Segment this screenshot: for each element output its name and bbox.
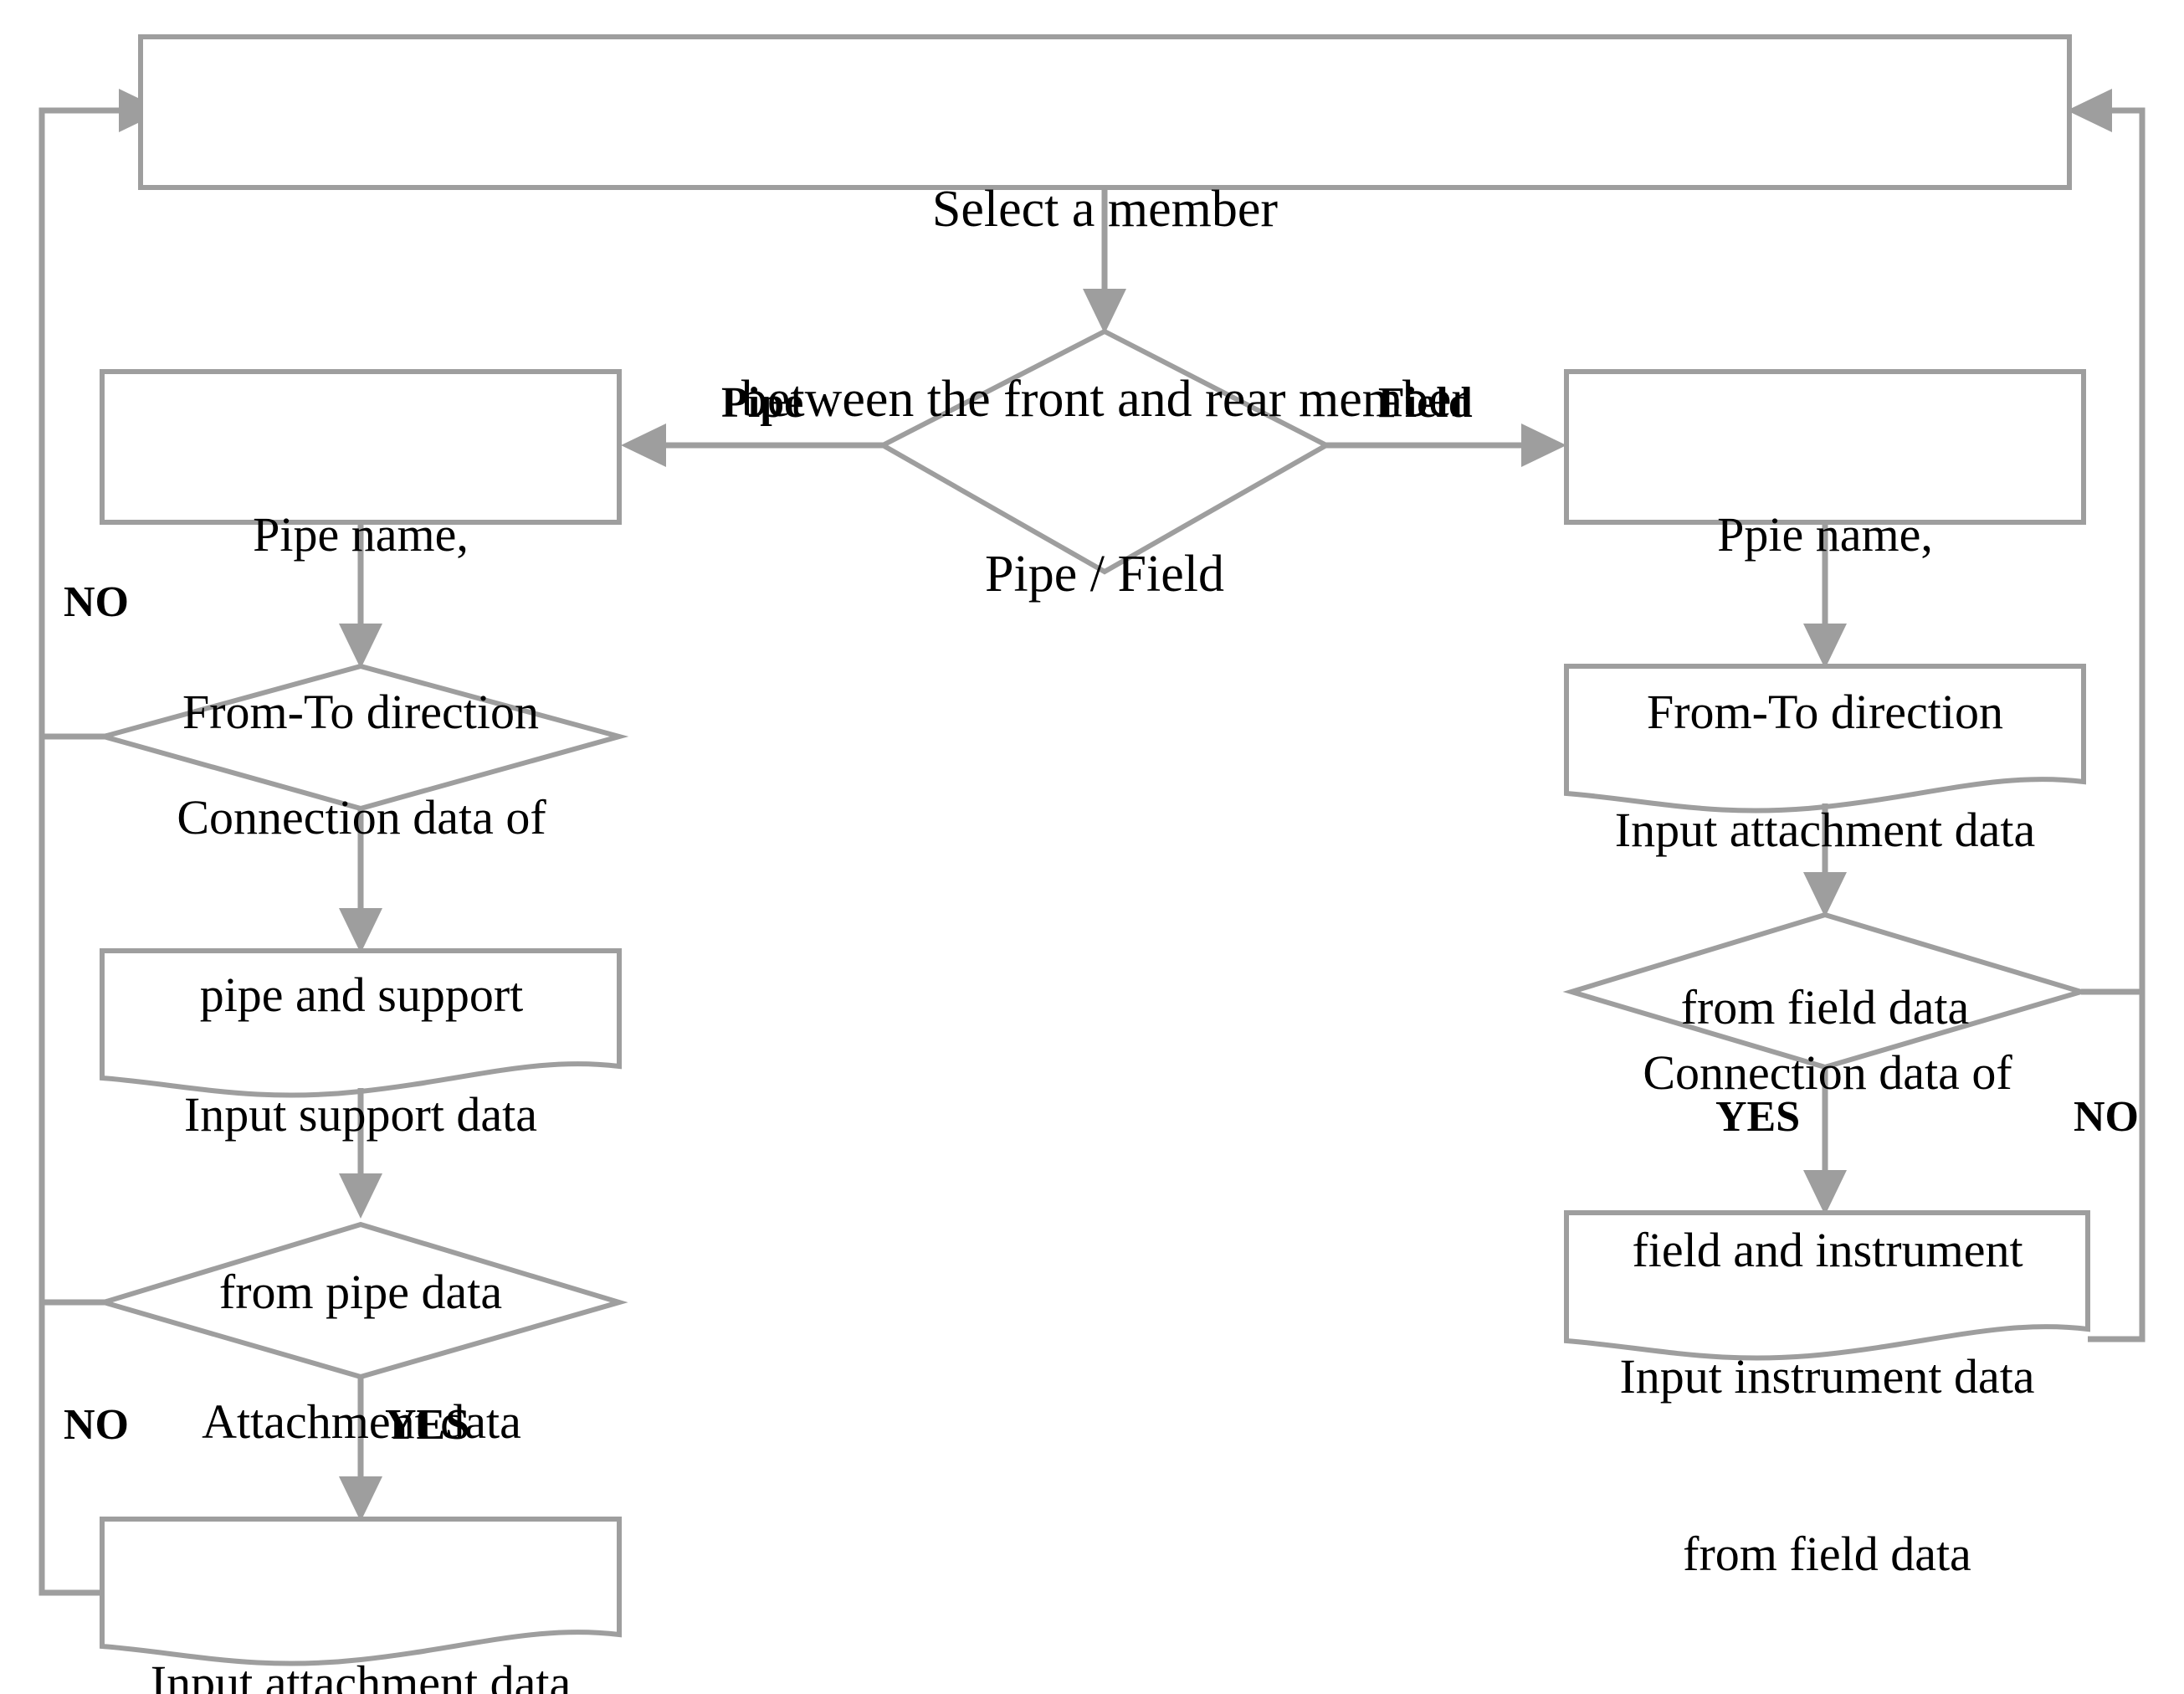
edge-conn-field-instrument-yes xyxy=(1803,1067,1847,1215)
edge-conn-pipe-support-to-input-support xyxy=(339,808,382,953)
edge-attachment-data-yes xyxy=(339,1377,382,1522)
edge-label-no-conn-pipe-support: NO xyxy=(64,578,129,626)
left-feedback-loop xyxy=(38,89,164,1596)
node-pipe-or-field-shape xyxy=(877,328,1332,575)
node-input-support-from-pipe-shape xyxy=(100,948,622,1098)
edge-label-pipe: Pipe xyxy=(721,379,804,427)
edge-label-field: Field xyxy=(1378,379,1473,427)
node-select-member-shape xyxy=(138,34,2072,190)
node-ppie-name-shape xyxy=(1564,369,2086,525)
edge-label-no-attachment: NO xyxy=(64,1401,129,1449)
edge-input-support-to-attachment-data xyxy=(339,1088,382,1219)
node-input-attachment-from-field-shape xyxy=(1564,664,2086,814)
node-input-attachment-from-support-shape xyxy=(100,1517,622,1666)
node-conn-pipe-support-shape xyxy=(94,663,629,812)
edge-label-yes-conn-field-instrument: YES xyxy=(1715,1093,1801,1141)
edge-input-attachment-field-to-conn-field-instrument xyxy=(1803,803,1847,917)
edge-label-yes-attachment: YES xyxy=(385,1401,470,1449)
node-input-instrument-from-field-shape xyxy=(1564,1210,2090,1361)
node-attachment-data-shape xyxy=(95,1221,628,1380)
edge-ppie-name-to-input-attachment-field xyxy=(1803,522,1847,669)
node-pipe-name-shape xyxy=(100,369,622,525)
edge-pipe-branch xyxy=(621,424,883,467)
edge-pipe-name-to-conn-pipe-support xyxy=(339,522,382,669)
edge-field-branch xyxy=(1326,424,1566,467)
node-conn-field-instrument-shape xyxy=(1562,911,2090,1070)
edge-label-no-conn-field-instrument: NO xyxy=(2074,1093,2139,1141)
right-feedback-loop xyxy=(2067,89,2146,1342)
edge-select-member-to-decision xyxy=(1083,187,1126,334)
